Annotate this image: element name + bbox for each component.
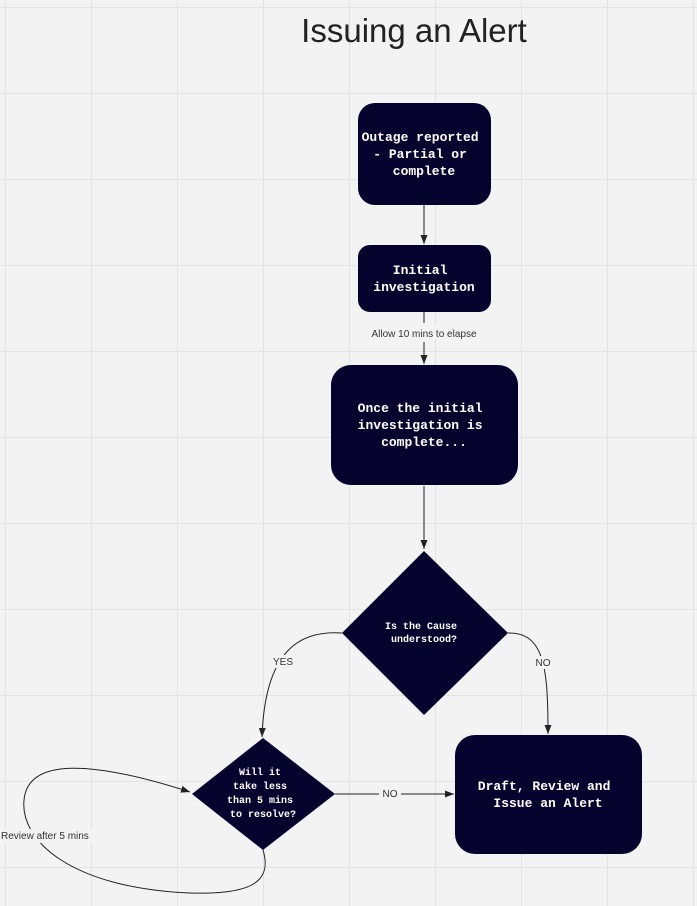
svg-text:Is the Cause understood?: Is the Cause understood? [385,621,463,646]
edge-review-loop [23,767,266,894]
node-once-line-1: Once the initial [358,401,483,416]
label-no-cause: NO [536,658,551,669]
node-draft-line-1: Draft, Review and [478,779,611,794]
label-yes: YES [273,657,293,668]
edge-cause-yes [258,632,343,738]
edge-cause-no [507,632,552,735]
node-outage-line-1: Outage reported [362,130,479,145]
svg-text:Outage reported - Partia: Outage reported - Partial or complete [362,130,487,179]
node-cause-understood-decision: Is the Cause understood? [342,551,508,715]
node-once-complete: Once the initial investigation is comple… [331,365,518,485]
label-review-after-5-mins: Review after 5 mins [1,831,89,842]
node-draft-line-2: Issue an Alert [493,796,602,811]
node-outage-line-3: complete [393,164,456,179]
node-once-line-3: complete... [381,435,467,450]
node-initial-investigation: Initial investigation [358,245,491,312]
node-cause-line-1: Is the Cause [385,621,457,633]
svg-text:Will it take less: Will it take less than 5 mins to resolve… [227,767,299,821]
node-will-it-resolve-decision: Will it take less than 5 mins to resolve… [192,738,335,850]
svg-text:Initial investigation: Initial investigation [373,263,475,295]
node-willit-line-3: than 5 mins [227,795,293,807]
node-initial-line-1: Initial [393,263,448,278]
node-once-line-2: investigation is [358,418,483,433]
node-willit-line-1: Will it [239,767,281,779]
node-outage-line-2: - Partial or [373,147,467,162]
node-outage-reported: Outage reported - Partial or complete [358,103,491,205]
svg-text:Draft, Review and Issue: Draft, Review and Issue an Alert [478,779,618,811]
node-draft-review-issue: Draft, Review and Issue an Alert [455,735,642,854]
svg-text:Once the initial investi: Once the initial investigation is comple… [358,401,491,450]
node-willit-line-4: to resolve? [230,809,296,821]
label-no-willit: NO [383,789,398,800]
node-cause-line-2: understood? [391,634,457,646]
label-allow-10-mins: Allow 10 mins to elapse [371,329,476,340]
diagram-title: Issuing an Alert [301,12,527,49]
node-initial-line-2: investigation [373,280,475,295]
node-willit-line-2: take less [233,781,287,793]
